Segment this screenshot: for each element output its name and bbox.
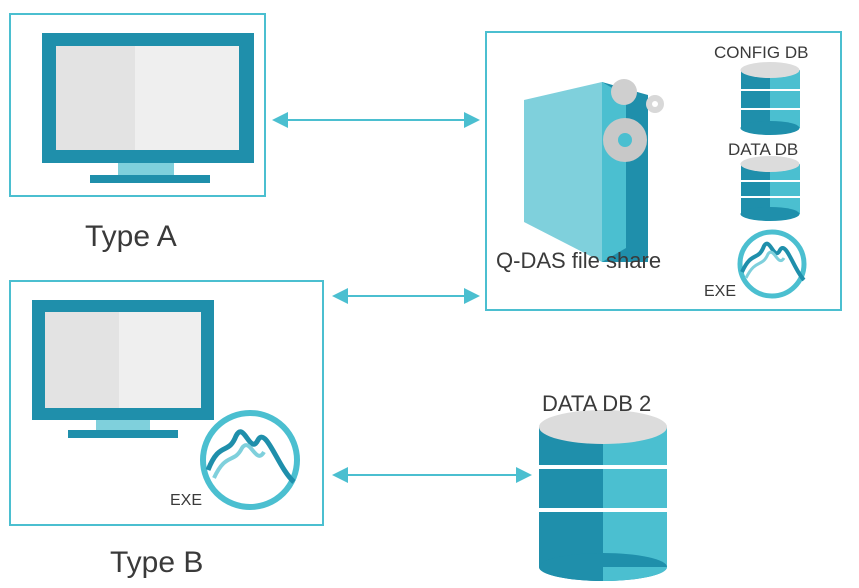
type-a-label: Type A xyxy=(85,220,177,253)
database-icon xyxy=(539,410,667,581)
exe-logo-icon xyxy=(737,229,807,299)
database-icon xyxy=(740,156,800,221)
data-db-label: DATA DB xyxy=(728,140,799,159)
exe-logo-icon xyxy=(200,410,300,510)
folder-gears-icon xyxy=(524,79,664,262)
monitor-icon xyxy=(42,33,254,183)
file-share-label: Q-DAS file share xyxy=(496,248,662,273)
exe-label: EXE xyxy=(170,492,203,509)
type-b-label: Type B xyxy=(110,546,204,579)
config-db-label: CONFIG DB xyxy=(714,43,809,62)
database-icon xyxy=(740,62,800,135)
data-db-2-label: DATA DB 2 xyxy=(542,391,652,416)
exe-label: EXE xyxy=(704,283,737,300)
monitor-icon xyxy=(32,300,214,438)
